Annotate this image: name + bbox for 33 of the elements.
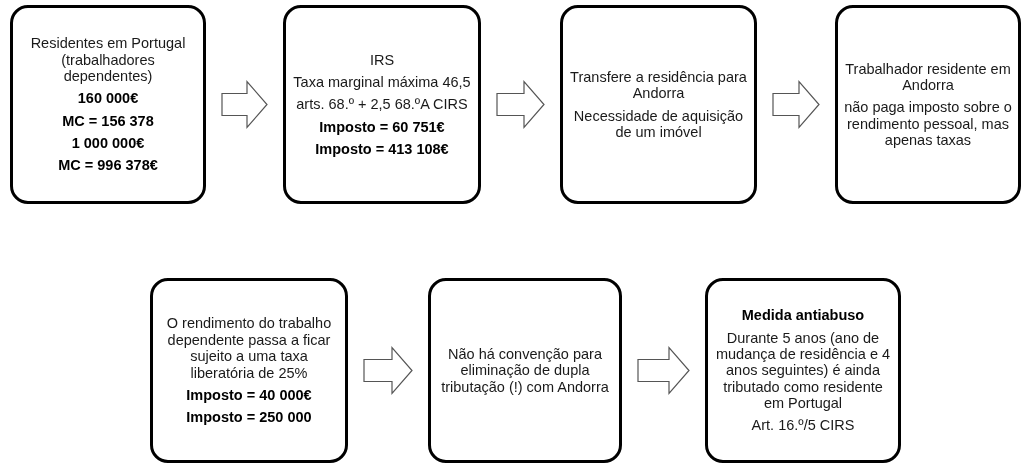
- box-text: MC = 156 378: [62, 112, 154, 130]
- process-box: [10, 5, 206, 204]
- block-arrow: [496, 79, 545, 130]
- process-box: [283, 5, 481, 204]
- box-text: IRS: [369, 51, 395, 68]
- process-box: [560, 5, 757, 204]
- box-text: Imposto = 40 000€: [186, 386, 312, 404]
- box-text: Medida antiabuso: [741, 307, 865, 324]
- box-text: Necessidade de aquisição de um imóvel: [572, 107, 745, 141]
- process-box: [835, 5, 1021, 204]
- box-text: Residentes em Portugal (trabalhadores dependentes): [29, 35, 187, 85]
- process-box: [705, 278, 901, 463]
- process-box: [428, 278, 622, 463]
- block-arrow: [363, 345, 413, 396]
- block-arrow: [772, 79, 820, 130]
- box-text: Art. 16.º/5 CIRS: [751, 417, 855, 434]
- box-text: Taxa marginal máxima 46,5: [293, 73, 471, 91]
- box-text: Imposto = 60 751€: [319, 118, 445, 136]
- box-text: 1 000 000€: [71, 135, 145, 152]
- block-arrow: [637, 345, 690, 396]
- box-text: MC = 996 378€: [58, 157, 158, 174]
- box-text: Imposto = 413 108€: [315, 141, 449, 158]
- box-text: O rendimento do trabalho dependente passa a ficar sujeito a uma taxa liberatória de 25%: [165, 315, 333, 381]
- box-text: não paga imposto sobre o rendimento pessoal, mas apenas taxas: [844, 99, 1012, 149]
- box-text: Imposto = 250 000: [186, 409, 312, 426]
- box-text: Durante 5 anos (ano de mudança de residência e 4 anos seguintes) é ainda tributado como residente em Portugal: [714, 329, 892, 412]
- box-text: Trabalhador residente em Andorra: [844, 60, 1012, 94]
- box-text: Transfere a residência para Andorra: [569, 68, 748, 102]
- box-text: 160 000€: [77, 90, 139, 107]
- block-arrow: [221, 79, 268, 130]
- process-box: [150, 278, 348, 463]
- box-text: Não há convenção para eliminação de dupla tributação (!) com Andorra: [440, 345, 610, 396]
- box-text: arts. 68.º + 2,5 68.ºA CIRS: [296, 96, 468, 113]
